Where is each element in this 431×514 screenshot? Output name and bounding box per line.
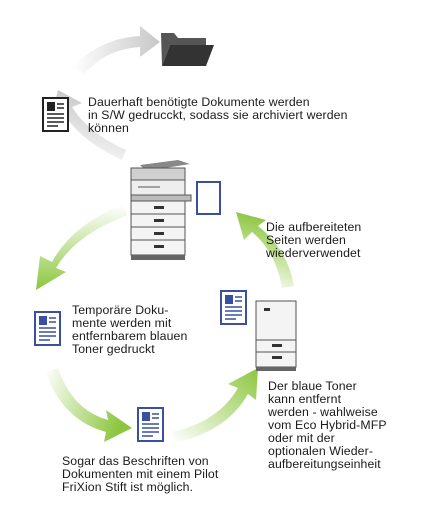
erasing-unit-icon bbox=[255, 300, 297, 371]
archive-document-icon bbox=[42, 97, 69, 132]
blank-blue-page-icon bbox=[196, 181, 221, 215]
reuse-caption-line: Die aufbereiteten bbox=[266, 220, 362, 234]
green-arrow-down-left-icon bbox=[36, 205, 128, 290]
gray-arrow-up-icon bbox=[52, 90, 126, 160]
erase-caption-line: optionalen Wieder- bbox=[268, 444, 374, 458]
erase-caption: Der blaue Toner kann entfernt werden - w… bbox=[268, 380, 387, 471]
frixion-caption-line: Sogar das Beschriften von bbox=[62, 454, 209, 468]
temp-print-caption-line: entfernbarem blauen bbox=[72, 329, 188, 343]
erase-caption-line: Der blaue Toner bbox=[268, 379, 357, 393]
frixion-caption: Sogar das Beschriften von Dokumenten mit… bbox=[62, 455, 218, 494]
reuse-caption: Die aufbereiteten Seiten werden wiederve… bbox=[266, 221, 361, 260]
green-arrow-up-icon bbox=[236, 212, 294, 288]
archive-caption: Dauerhaft benötigte Dokumente werden in … bbox=[88, 96, 348, 135]
archive-caption-line: können bbox=[88, 121, 129, 135]
temp-print-caption: Temporäre Doku- mente werden mit entfern… bbox=[72, 304, 187, 356]
green-arrow-down-right-icon bbox=[46, 368, 132, 442]
erased-document-icon bbox=[220, 290, 247, 325]
mfp-printer-icon bbox=[130, 160, 192, 260]
erase-caption-line: werden - wahlweise bbox=[268, 405, 378, 419]
green-arrow-up-right-icon bbox=[172, 368, 258, 442]
erase-caption-line: kann entfernt bbox=[268, 392, 342, 406]
erase-caption-line: oder mit der bbox=[268, 431, 335, 445]
frixion-document-icon bbox=[137, 407, 164, 442]
archive-caption-line: in S/W gedrucckt, sodass sie archiviert … bbox=[88, 108, 348, 122]
erase-caption-line: aufbereitungseinheit bbox=[268, 457, 381, 471]
temp-document-icon bbox=[34, 311, 61, 346]
reuse-caption-line: wiederverwendet bbox=[266, 246, 361, 260]
temp-print-caption-line: Toner gedruckt bbox=[72, 342, 155, 356]
gray-arrow-right-icon bbox=[72, 26, 160, 74]
temp-print-caption-line: Temporäre Doku- bbox=[72, 303, 169, 317]
folder-icon bbox=[161, 33, 214, 66]
frixion-caption-line: FriXion Stift ist möglich. bbox=[62, 480, 194, 494]
erase-caption-line: vom Eco Hybrid-MFP bbox=[268, 418, 387, 432]
temp-print-caption-line: mente werden mit bbox=[72, 316, 172, 330]
reuse-caption-line: Seiten werden bbox=[266, 233, 346, 247]
frixion-caption-line: Dokumenten mit einem Pilot bbox=[62, 467, 219, 481]
archive-caption-line: Dauerhaft benötigte Dokumente werden bbox=[88, 95, 310, 109]
